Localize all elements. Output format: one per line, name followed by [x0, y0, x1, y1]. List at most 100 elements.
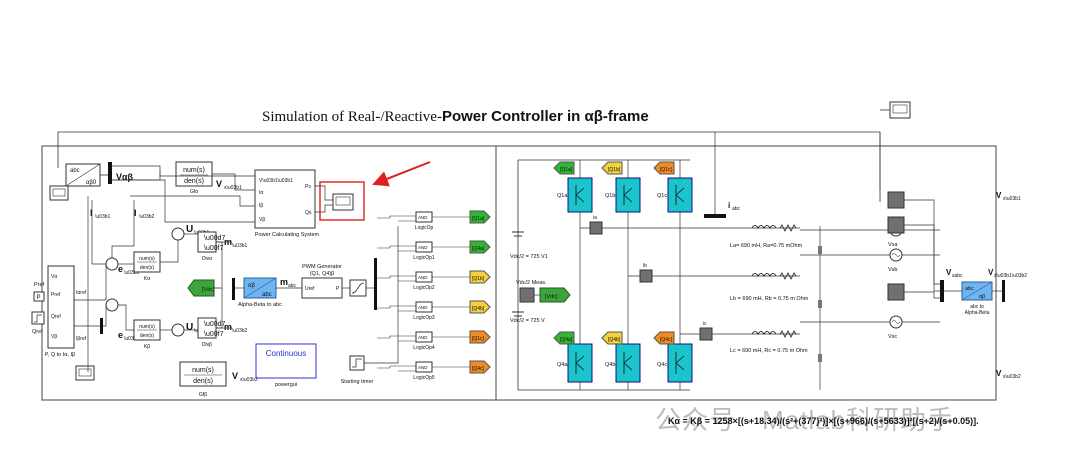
from-tag-q1c[interactable]: [Q1c]	[653, 161, 675, 175]
mux-vsabc	[940, 280, 944, 302]
pwm-generator[interactable]: Uref P PWM Generator (Q1, Q4)β	[301, 264, 343, 299]
e-beta-label: e	[118, 330, 123, 340]
current-meas-ib[interactable]: ib	[639, 263, 653, 283]
source-vsb[interactable]: Vsb	[888, 248, 903, 273]
pwm-port-uref: Uref	[305, 286, 315, 292]
vdc-goto-tag[interactable]: [Vdc]	[539, 287, 571, 303]
igbt-q4b[interactable]: Q4b	[605, 343, 641, 383]
gf-beta-block[interactable]: num(s) den(s) Gfβ	[179, 361, 227, 398]
ab-to-abc-bottom: abc	[262, 292, 272, 298]
i-beta-ref-label: Iβref	[76, 336, 87, 342]
qref-step[interactable]	[31, 311, 45, 325]
pref-const[interactable]: P	[33, 291, 45, 302]
igbt-q1b[interactable]: Q1b	[605, 177, 641, 213]
rl-branch-2[interactable]: Lb = 690 mH, Rb = 0.75 m Ohm	[730, 272, 809, 302]
current-meas-ic[interactable]: ic	[699, 321, 713, 341]
igbt-q1a[interactable]: Q1a	[557, 177, 593, 213]
m-beta-label: m	[224, 322, 232, 332]
div-beta-block[interactable]: \u00d7 \u00f7 Divβ	[197, 317, 226, 348]
vdc-meas-block[interactable]	[519, 287, 535, 303]
rl-label: La= 690 mH, Ra=0.75 mOhm	[730, 243, 803, 249]
v-alpha-right-sub: s\u03b1	[1003, 196, 1021, 202]
div-alpha-label: Divα	[202, 256, 212, 262]
pwm-label: PWM Generator	[302, 264, 342, 270]
vdc-from-tag[interactable]: [Vdc]	[187, 279, 215, 297]
gf-alpha-num: num(s)	[183, 167, 205, 174]
goto-tag-text: [Q1a]	[472, 216, 485, 222]
i-beta-sub: \u03b2	[139, 214, 155, 220]
vsab-sub: s\u03b1\u03b2	[994, 273, 1027, 279]
starting-timer[interactable]: Starting timer	[341, 355, 374, 385]
logic-op-label: LogicOp2	[413, 285, 435, 291]
p-const-text: P	[37, 295, 41, 301]
abc-to-ab-bottom: αβ	[979, 294, 985, 300]
rl-label: Lc = 690 mH, Rc = 0.75 m Ohm	[730, 348, 808, 354]
scope-top-right[interactable]	[889, 101, 911, 119]
alpha-beta-to-abc-block[interactable]: αβ abc Alpha-Beta to abc	[238, 277, 282, 308]
scope-left-top[interactable]	[49, 185, 69, 201]
logic-op-text: AND	[418, 275, 428, 280]
rl-branch-1[interactable]: La= 690 mH, Ra=0.75 mOhm	[730, 224, 803, 249]
powergui-block[interactable]: powergui	[255, 343, 317, 388]
pwm-label2: (Q1, Q4)β	[310, 271, 335, 277]
gf-beta-den: den(s)	[193, 378, 213, 385]
u-alpha-label: U	[186, 224, 193, 235]
goto-tag-text: [Q4a]	[472, 246, 485, 252]
source-vsc[interactable]: Vsc	[888, 315, 903, 340]
pcs-label: Power Calculating System	[255, 232, 320, 238]
v-beta-label: V	[232, 371, 238, 381]
power-calculating-system[interactable]: V\u03b1\u03b1 Iα Iβ Vβ Ps Qs Power Calcu…	[254, 169, 320, 238]
pq-to-iab-block[interactable]: Vα Pref Qref Vβ P, Q to Iα, Iβ	[45, 265, 75, 358]
scope-pq[interactable]	[332, 193, 354, 211]
current-meas-ia[interactable]: ia	[589, 215, 603, 235]
div-beta-mul: \u00d7	[204, 321, 226, 328]
from-tag-text: [Q1c]	[660, 167, 673, 173]
igbt-label: Q1b	[605, 193, 615, 199]
from-tag-q1b[interactable]: [Q1b]	[601, 161, 623, 175]
from-tag-text: [Q4b]	[608, 337, 621, 343]
goto-tag-5[interactable]: [Q1c]	[469, 330, 491, 344]
abc-to-alpha-beta-block[interactable]: abc αβ abc to Alpha-Beta	[961, 281, 993, 316]
goto-tag-1[interactable]: [Q1a]	[469, 210, 491, 224]
rl-branch-3[interactable]: Lc = 690 mH, Rc = 0.75 m Ohm	[730, 330, 808, 354]
scope-left-bottom[interactable]	[75, 365, 95, 381]
logic-op-3[interactable]: AND LogicOp2	[413, 271, 435, 291]
abc-to-ab0-block[interactable]: abc αβ0	[65, 163, 101, 187]
pcs-port-ia: Iα	[259, 190, 263, 196]
from-tag-text: [Q4a]	[560, 337, 573, 343]
goto-tag-2[interactable]: [Q4a]	[469, 240, 491, 254]
div-alpha-mul: \u00d7	[204, 235, 226, 242]
igbt-label: Q1a	[557, 193, 568, 199]
k-beta-den: den(s)	[140, 333, 155, 339]
from-tag-q4c[interactable]: [Q4c]	[653, 331, 675, 345]
div-alpha-block[interactable]: \u00d7 \u00f7 Divα	[197, 231, 226, 262]
from-tag-q1a[interactable]: [Q1a]	[553, 161, 575, 175]
igbt-q4a[interactable]: Q4a	[557, 343, 593, 383]
goto-tag-4[interactable]: [Q4b]	[469, 300, 491, 314]
controller-formula: Kα = Kβ = 1258×[(s+18.34)/(s²+(377)²)]×[…	[668, 416, 979, 426]
from-tag-q4b[interactable]: [Q4b]	[601, 331, 623, 345]
vdc-meas-label: Vdc/2 Meas.	[516, 280, 547, 286]
from-tag-q4a[interactable]: [Q4a]	[553, 331, 575, 345]
voltage-meas-vsb[interactable]	[887, 216, 905, 234]
pcs-port-ps: Ps	[305, 184, 311, 190]
voltage-meas-vsa[interactable]	[887, 191, 905, 209]
voltage-meas-vsc[interactable]	[887, 283, 905, 301]
igbt-q1c[interactable]: Q1c	[657, 177, 693, 213]
gate-shaper-block[interactable]	[349, 279, 367, 297]
logic-ops-group: ANDLogicOp[Q1a]ANDLogicOp1[Q4a]ANDLogicO…	[377, 210, 491, 381]
goto-tag-3[interactable]: [Q1b]	[469, 270, 491, 284]
igbt-label: Q4b	[605, 362, 615, 368]
k-beta-block[interactable]: num(s) den(s) Kβ	[133, 319, 161, 350]
gf-alpha-block[interactable]: num(s) den(s) Gfα	[175, 161, 213, 195]
e-alpha-sub: \u03b1	[124, 270, 140, 276]
goto-tag-6[interactable]: [Q4c]	[469, 360, 491, 374]
igbt-q4c[interactable]: Q4c	[657, 343, 693, 383]
k-alpha-block[interactable]: num(s) den(s) Kα	[133, 251, 161, 282]
